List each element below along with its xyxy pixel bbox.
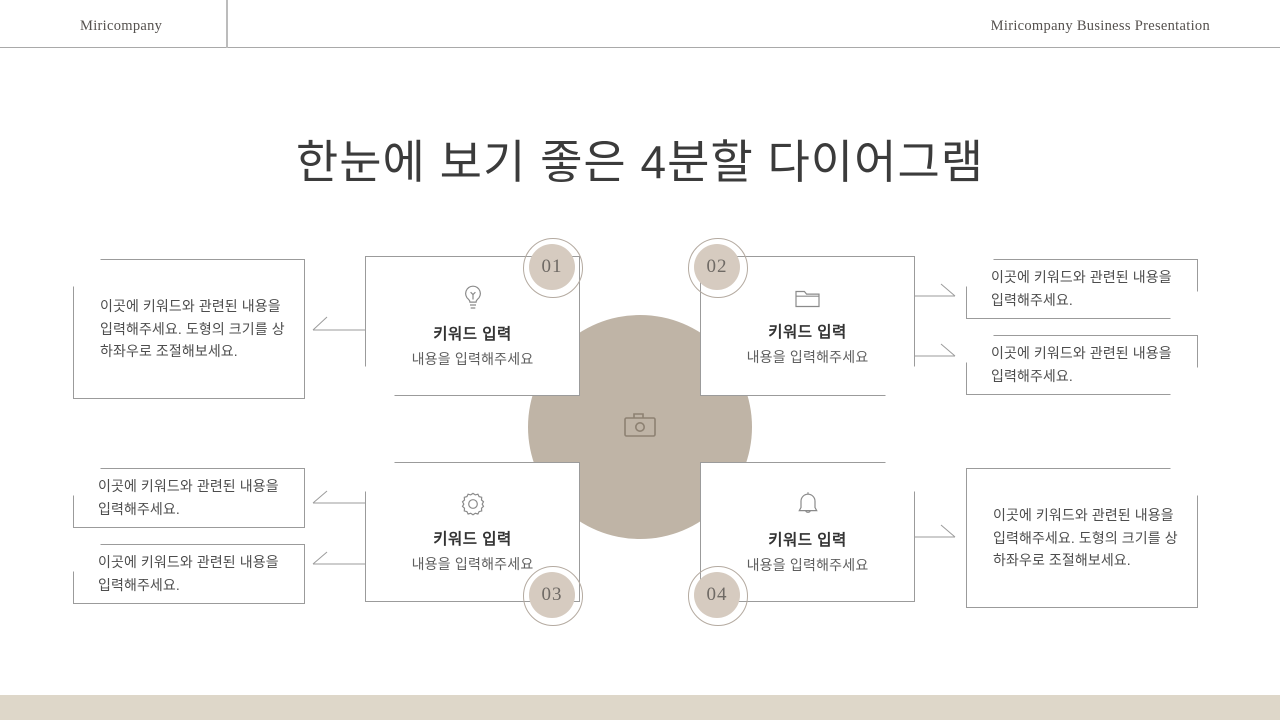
quadrant-subtitle: 내용을 입력해주세요: [411, 555, 534, 572]
badge-number-02: 02: [694, 244, 740, 290]
quadrant-title: 키워드 입력: [768, 531, 847, 549]
badge-number-01: 01: [529, 244, 575, 290]
quadrant-title: 키워드 입력: [768, 323, 847, 341]
quadrant-panel-04[interactable]: 키워드 입력 내용을 입력해주세요: [700, 462, 915, 602]
camera-icon: [623, 411, 657, 444]
quadrant-subtitle: 내용을 입력해주세요: [746, 348, 869, 365]
page-header: Miricompany Miricompany Business Present…: [0, 0, 1280, 48]
callout-box-6[interactable]: 이곳에 키워드와 관련된 내용을 입력해주세요. 도형의 크기를 상하좌우로 조…: [966, 468, 1198, 608]
callout-text: 이곳에 키워드와 관련된 내용을 입력해주세요. 도형의 크기를 상하좌우로 조…: [993, 506, 1178, 569]
callout-box-1[interactable]: 이곳에 키워드와 관련된 내용을 입력해주세요. 도형의 크기를 상하좌우로 조…: [73, 259, 305, 399]
header-title: Miricompany Business Presentation: [990, 18, 1210, 34]
badge-ring-01: [523, 238, 583, 298]
quadrant-subtitle: 내용을 입력해주세요: [411, 350, 534, 367]
footer-bar: [0, 695, 1280, 720]
lightbulb-icon: [462, 284, 484, 312]
callout-box-5[interactable]: 이곳에 키워드와 관련된 내용을 입력해주세요.: [73, 544, 305, 604]
bell-icon: [796, 490, 820, 518]
quadrant-panel-01[interactable]: 키워드 입력 내용을 입력해주세요: [365, 256, 580, 396]
badge-ring-02: [688, 238, 748, 298]
callout-text: 이곳에 키워드와 관련된 내용을 입력해주세요.: [991, 269, 1172, 308]
folder-icon: [794, 286, 821, 310]
callout-box-3[interactable]: 이곳에 키워드와 관련된 내용을 입력해주세요.: [966, 335, 1198, 395]
page-title: 한눈에 보기 좋은 4분할 다이어그램: [295, 136, 985, 188]
header-brand: Miricompany: [80, 18, 163, 34]
badge-number-03: 03: [529, 572, 575, 618]
badge-ring-03: [523, 566, 583, 626]
quadrant-title: 키워드 입력: [433, 325, 512, 343]
quadrant-title: 키워드 입력: [433, 530, 512, 548]
callout-text: 이곳에 키워드와 관련된 내용을 입력해주세요. 도형의 크기를 상하좌우로 조…: [100, 297, 285, 360]
quadrant-subtitle: 내용을 입력해주세요: [746, 556, 869, 573]
callout-text: 이곳에 키워드와 관련된 내용을 입력해주세요.: [98, 478, 279, 517]
header-divider: [226, 0, 228, 48]
badge-ring-04: [688, 566, 748, 626]
gear-icon: [460, 491, 486, 517]
callout-text: 이곳에 키워드와 관련된 내용을 입력해주세요.: [991, 345, 1172, 384]
callout-text: 이곳에 키워드와 관련된 내용을 입력해주세요.: [98, 554, 279, 593]
callout-box-4[interactable]: 이곳에 키워드와 관련된 내용을 입력해주세요.: [73, 468, 305, 528]
callout-box-2[interactable]: 이곳에 키워드와 관련된 내용을 입력해주세요.: [966, 259, 1198, 319]
badge-number-04: 04: [694, 572, 740, 618]
